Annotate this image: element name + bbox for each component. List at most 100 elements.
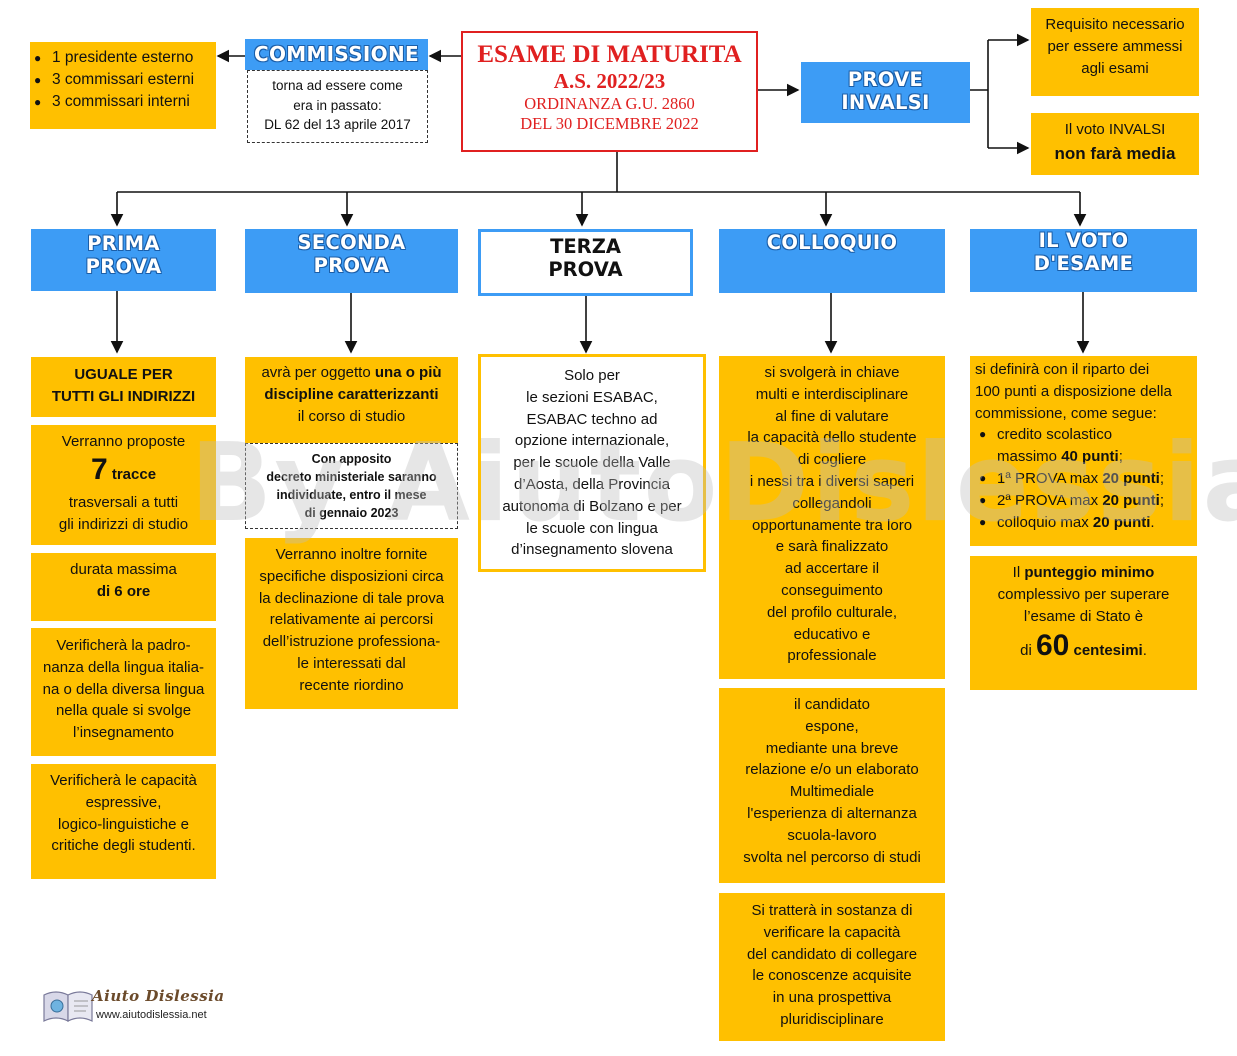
prima-header-line1: PRIMA bbox=[87, 232, 160, 255]
voto-credito-d: ; bbox=[1118, 448, 1123, 466]
voto-credito-c: 40 punti bbox=[1061, 448, 1119, 466]
voto-p1-b: 20 punti bbox=[1102, 469, 1160, 487]
voto-seconda: 2ª PROVA max 20 punti; bbox=[975, 490, 1197, 512]
colloquio-box3-line: in una prospettiva bbox=[772, 989, 892, 1007]
prima-box4-line: nanza della lingua italia- bbox=[43, 658, 204, 676]
voto-min-a: Il bbox=[1012, 564, 1025, 581]
colloquio-box1-line: educativo e bbox=[793, 625, 871, 643]
voto-min-e: di bbox=[1020, 642, 1036, 660]
colloquio-box1-line: multi e interdisciplinare bbox=[755, 385, 909, 403]
prima-box4-line: nella quale si svolge bbox=[55, 702, 192, 720]
voto-p1-a: 1ª PROVA max bbox=[997, 469, 1103, 487]
prima-box4-line: Verificherà la padro- bbox=[56, 637, 191, 654]
terza-box-esabac: Solo per le sezioni ESABAC, ESABAC techn… bbox=[478, 354, 706, 572]
voto-credito-a: credito scolastico bbox=[997, 426, 1113, 444]
commissione-member: 3 commissari esterni bbox=[30, 69, 216, 91]
seconda-box-oggetto: avrà per oggetto una o più discipline ca… bbox=[245, 357, 458, 443]
seconda-note-decreto: Con apposito decreto ministeriale sarann… bbox=[245, 443, 458, 529]
colloquio-box2-line: scuola-lavoro bbox=[787, 826, 877, 844]
footer-logo: Aiuto Dislessia www.aiutodislessia.net bbox=[40, 985, 230, 1027]
seconda-box2-line: Verranno inoltre fornite bbox=[275, 546, 428, 563]
footer-url[interactable]: www.aiutodislessia.net bbox=[96, 1009, 207, 1021]
seconda-box-disposizioni: Verranno inoltre fornite specifiche disp… bbox=[245, 538, 458, 709]
colloquio-header-text: COLLOQUIO bbox=[766, 231, 898, 254]
terza-box-line: Solo per bbox=[564, 367, 620, 384]
colloquio-box-sostanza: Si tratterà in sostanza di verificare la… bbox=[719, 893, 945, 1041]
colloquio-box1-line: professionale bbox=[787, 647, 877, 665]
commissione-note-line: DL 62 del 13 aprile 2017 bbox=[264, 117, 411, 132]
invalsi-req-line: agli esami bbox=[1081, 59, 1149, 77]
colloquio-box2-line: relazione e/o un elaborato bbox=[745, 761, 919, 779]
colloquio-box2-line: espone, bbox=[805, 717, 859, 735]
invalsi-voto-line2: non farà media bbox=[1054, 143, 1176, 163]
seconda-box1-a: avrà per oggetto bbox=[261, 364, 375, 381]
prima-box1-line: UGUALE PER bbox=[74, 366, 173, 383]
voto-p2-c: ; bbox=[1159, 491, 1164, 509]
terza-box-line: d’Aosta, della Provincia bbox=[514, 475, 670, 493]
prima-box4-line: l’insegnamento bbox=[73, 724, 174, 742]
prima-box5-line: espressive, bbox=[85, 793, 162, 811]
invalsi-voto: Il voto INVALSI non farà media bbox=[1031, 113, 1199, 175]
colloquio-box3-line: le conoscenze acquisite bbox=[752, 967, 912, 985]
invalsi-req-line: per essere ammessi bbox=[1047, 37, 1183, 55]
commissione-members: 1 presidente esterno 3 commissari estern… bbox=[30, 42, 216, 129]
terza-header-line2: PROVA bbox=[548, 258, 623, 281]
title-line2: A.S. 2022/23 bbox=[553, 69, 666, 93]
invalsi-header-line1: PROVE bbox=[847, 68, 924, 91]
prima-tracce-word: tracce bbox=[111, 465, 157, 483]
prima-box1-line: TUTTI GLI INDIRIZZI bbox=[51, 387, 196, 405]
seconda-header-line2: PROVA bbox=[313, 254, 390, 277]
colloquio-box1-line: collegandoli bbox=[792, 494, 872, 512]
colloquio-box2-line: Multimediale bbox=[789, 783, 875, 801]
prima-box5-line: critiche degli studenti. bbox=[51, 837, 196, 855]
colloquio-box1-line: conseguimento bbox=[781, 581, 883, 599]
voto-coll-c: . bbox=[1150, 513, 1155, 531]
footer-logo-text: Aiuto Dislessia bbox=[92, 987, 225, 1005]
colloquio-box3-line: Si tratterà in sostanza di bbox=[751, 902, 913, 919]
prima-box2-line1: Verranno proposte bbox=[61, 433, 186, 450]
prima-box-padronanza: Verificherà la padro- nanza della lingua… bbox=[31, 628, 216, 756]
terza-box-line: per le scuole della Valle bbox=[513, 454, 671, 472]
voto-credito-b: massimo bbox=[997, 448, 1062, 466]
terza-box-line: autonoma di Bolzano e per bbox=[502, 497, 682, 515]
seconda-box2-line: la declinazione di tale prova bbox=[258, 589, 445, 607]
voto-header-line2: D'ESAME bbox=[1033, 252, 1134, 275]
prima-box-capacita: Verificherà le capacità espressive, logi… bbox=[31, 764, 216, 879]
colloquio-box2-line: l'esperienza di alternanza bbox=[747, 804, 917, 822]
terza-box-line: ESABAC techno ad bbox=[526, 410, 658, 428]
terza-box-line: le scuole con lingua bbox=[526, 519, 658, 537]
voto-header: IL VOTO D'ESAME bbox=[970, 229, 1197, 292]
title-line4: DEL 30 DICEMBRE 2022 bbox=[520, 114, 699, 133]
colloquio-box1-line: si svolgerà in chiave bbox=[764, 364, 900, 381]
seconda-note-line: individuate, entro il mese bbox=[276, 488, 427, 502]
seconda-header-line1: SECONDA bbox=[297, 231, 406, 254]
terza-prova-header: TERZA PROVA bbox=[478, 229, 693, 296]
colloquio-box1-line: opportunamente tra loro bbox=[751, 516, 913, 534]
prima-box-durata: durata massima di 6 ore bbox=[31, 553, 216, 621]
terza-box-line: d’insegnamento slovena bbox=[511, 541, 673, 559]
terza-header-line1: TERZA bbox=[550, 235, 621, 258]
voto-colloquio: colloquio max 20 punti. bbox=[975, 512, 1197, 534]
seconda-box1-d: il corso di studio bbox=[297, 407, 406, 425]
commissione-note: torna ad essere come era in passato: DL … bbox=[247, 70, 428, 143]
colloquio-box1-line: di cogliere bbox=[797, 451, 867, 469]
voto-prima: 1ª PROVA max 20 punti; bbox=[975, 468, 1197, 490]
voto-min-c: complessivo per superare bbox=[997, 585, 1170, 603]
voto-intro-line: commissione, come segue: bbox=[975, 404, 1157, 422]
voto-min-b: punteggio minimo bbox=[1024, 564, 1155, 581]
invalsi-header-line2: INVALSI bbox=[841, 91, 930, 114]
seconda-box2-line: dell’istruzione professiona- bbox=[262, 633, 441, 651]
voto-p1-c: ; bbox=[1159, 469, 1164, 487]
seconda-box1-b: una o più bbox=[374, 364, 442, 381]
prima-box3-line1: durata massima bbox=[70, 561, 177, 578]
colloquio-box1-line: ad accertare il bbox=[784, 560, 880, 578]
commissione-note-line: torna ad essere come bbox=[272, 78, 403, 93]
invalsi-voto-line1: Il voto INVALSI bbox=[1064, 121, 1166, 138]
prima-box4-line: na o della diversa lingua bbox=[42, 680, 205, 698]
voto-min-f: centesimi bbox=[1069, 642, 1143, 660]
voto-p2-b: 20 punti bbox=[1102, 491, 1160, 509]
colloquio-box2-line: il candidato bbox=[794, 696, 870, 713]
seconda-box2-line: relativamente ai percorsi bbox=[269, 611, 434, 629]
prima-header-line2: PROVA bbox=[85, 255, 162, 278]
